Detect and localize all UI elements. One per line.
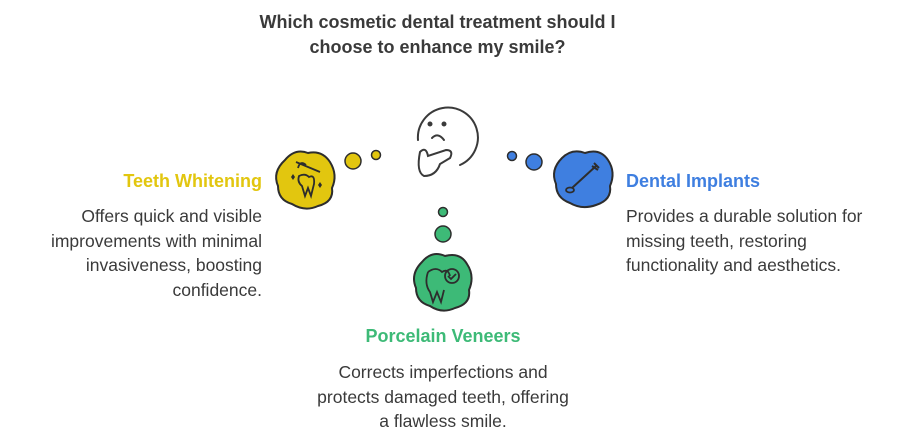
thinking-face-icon — [416, 106, 479, 178]
dental-implants-title: Dental Implants — [626, 171, 761, 191]
yellow-connector-dots — [344, 149, 382, 170]
tooth-check-icon — [413, 253, 473, 312]
dental-implants-description: Provides a durable solution for missing … — [626, 206, 863, 275]
green-connector-dots — [434, 206, 452, 243]
toothbrush-tooth-icon — [275, 150, 336, 210]
question-title: Which cosmetic dental treatment should I… — [259, 12, 616, 57]
porcelain-veneers-title: Porcelain Veneers — [365, 326, 521, 346]
dental-mirror-icon — [553, 150, 614, 209]
teeth-whitening-title: Teeth Whitening — [123, 171, 262, 191]
teeth-whitening-description: Offers quick and visible improvements wi… — [50, 206, 262, 300]
blue-connector-dots — [506, 150, 543, 171]
porcelain-veneers-description: Corrects imperfections and protects dama… — [317, 362, 569, 431]
